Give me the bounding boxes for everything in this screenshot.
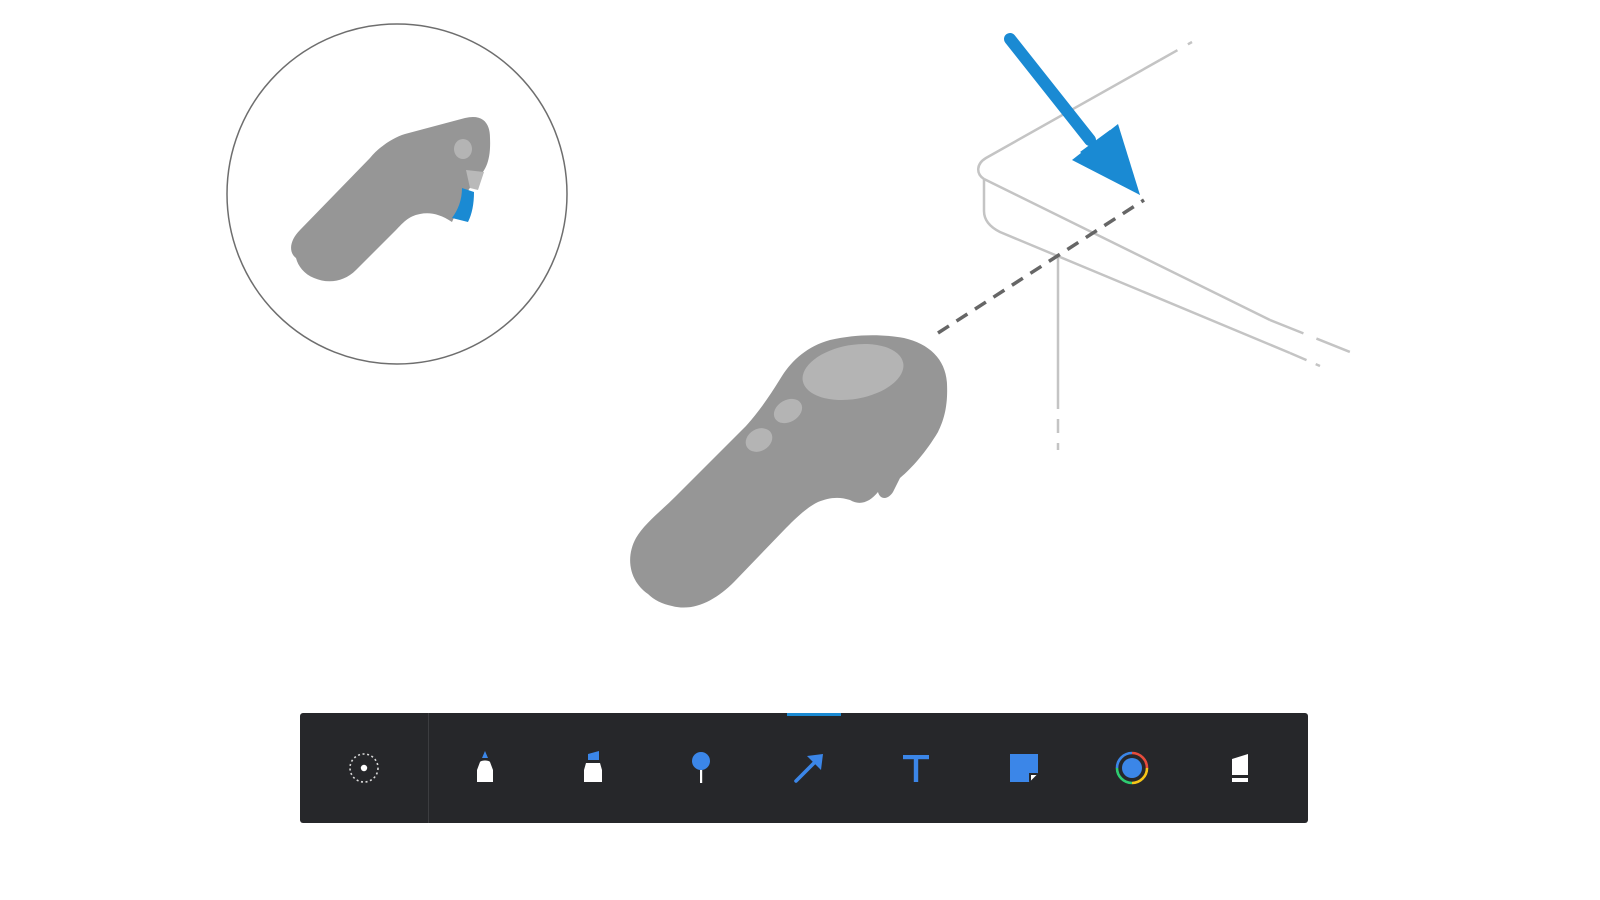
eraser-icon [1232, 754, 1249, 782]
eraser-button[interactable] [1204, 732, 1276, 804]
sticky-note-button[interactable] [988, 732, 1060, 804]
marker-icon [476, 751, 493, 782]
vr-hand-controller [630, 335, 948, 608]
arrow-icon [793, 754, 823, 783]
pin-button[interactable] [665, 732, 737, 804]
selected-tool-indicator [787, 713, 841, 716]
laser-pointer-icon [349, 753, 379, 783]
sticky-note-icon [1010, 754, 1039, 782]
arrow-button[interactable] [773, 732, 845, 804]
pointer-slot [300, 713, 429, 823]
trigger-highlight [452, 188, 474, 222]
text-button[interactable] [880, 732, 952, 804]
blue-pointer-arrow [1004, 33, 1140, 195]
color-picker-button[interactable] [1096, 732, 1168, 804]
pin-icon [691, 752, 710, 783]
annotation-toolbar [300, 713, 1308, 823]
inset-controller [291, 116, 491, 282]
text-icon [903, 755, 930, 782]
tool-list [429, 713, 1308, 823]
inset-zoom-circle [226, 23, 568, 365]
highlighter-icon [583, 751, 602, 782]
pointer-ray [937, 198, 1145, 335]
marker-button[interactable] [449, 732, 521, 804]
highlighter-button[interactable] [557, 732, 629, 804]
laser-pointer-button[interactable] [328, 732, 400, 804]
table-surface [977, 40, 1351, 450]
color-picker-icon [1115, 751, 1149, 785]
